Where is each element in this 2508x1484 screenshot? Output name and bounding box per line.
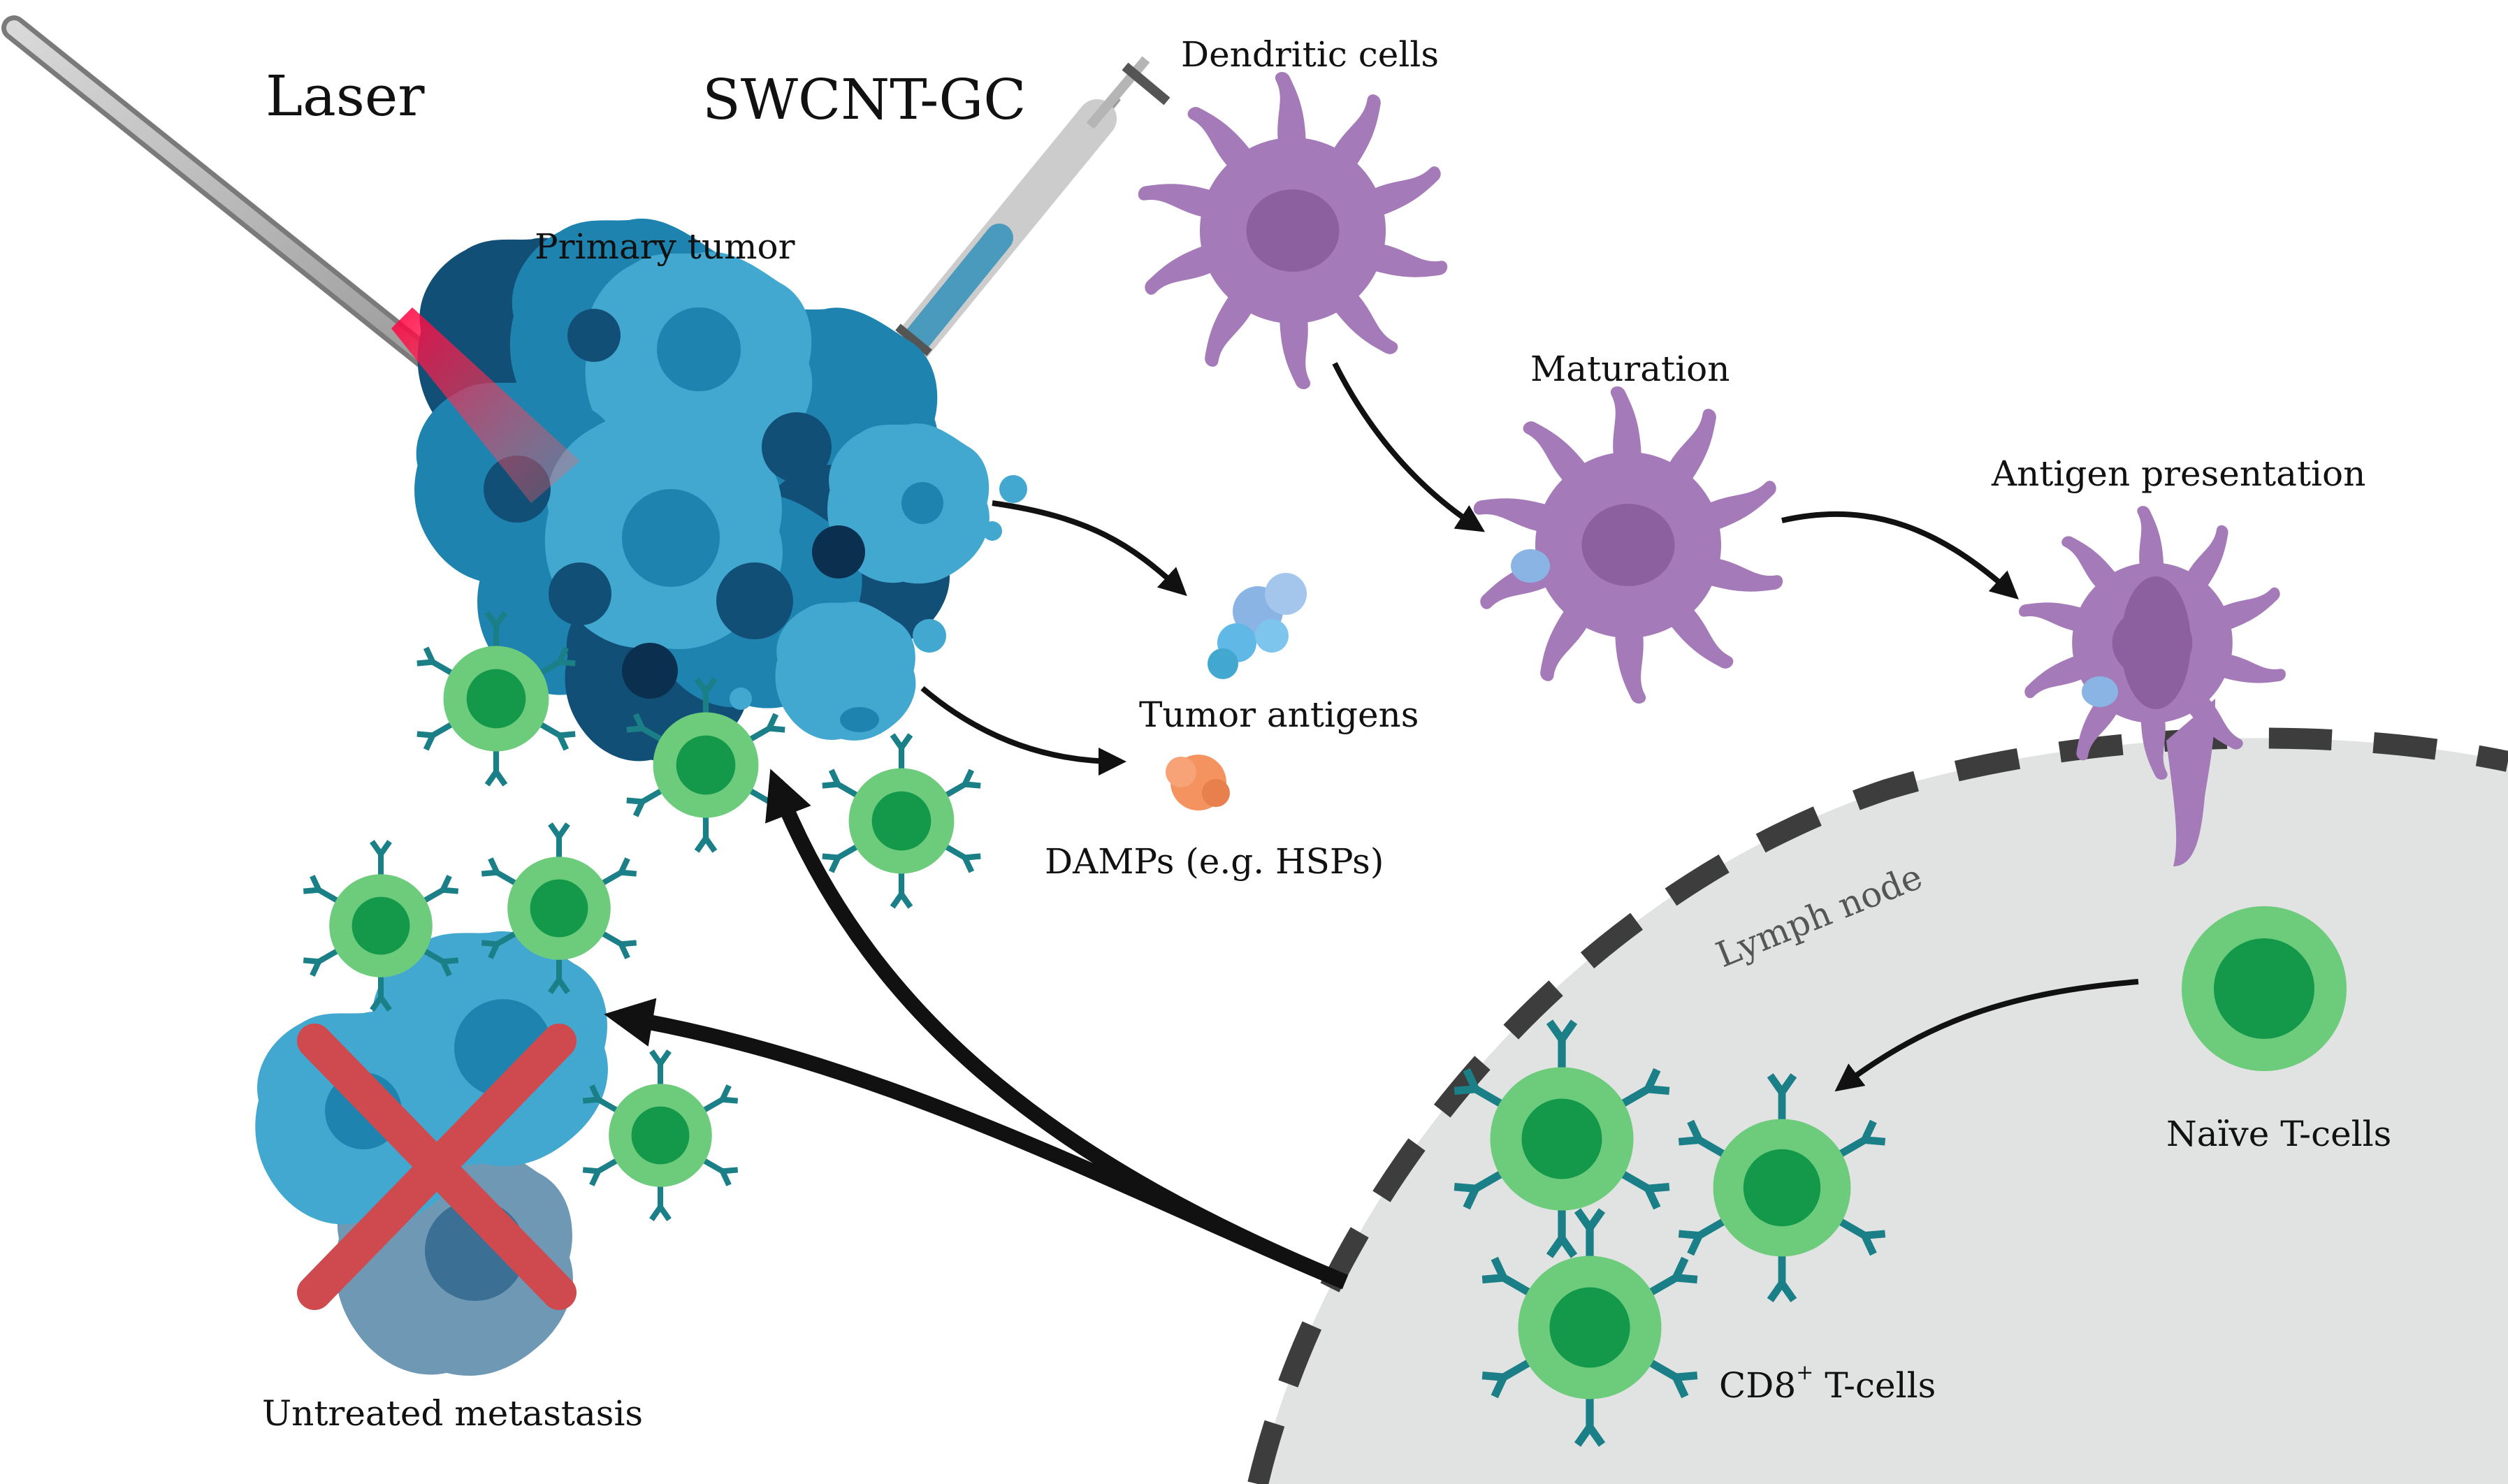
tumor-antigen-icon <box>1208 573 1307 679</box>
arrow-tumor-to-antigens <box>992 500 1187 597</box>
cd8-t-cells-label: CD8+ T-cells <box>1719 1360 1936 1406</box>
cd8-prefix: CD8 <box>1719 1365 1796 1406</box>
dendritic-cell-presenting <box>2017 506 2287 866</box>
t-cell-near-tumor-3 <box>822 735 980 908</box>
arrow-dc-to-maturation <box>1332 362 1486 532</box>
arrow-lymph-to-metastasis <box>604 998 1349 1290</box>
lymph-node-border <box>1247 727 2508 1484</box>
cd8-superscript: + <box>1796 1360 1813 1385</box>
arrow-naive-to-cd8 <box>1834 979 2139 1092</box>
naive-t-cells-label: Naïve T-cells <box>2166 1114 2391 1154</box>
primary-tumor <box>414 218 1027 762</box>
arrow-maturation-to-presentation <box>1781 511 2019 600</box>
syringe-icon <box>889 56 1170 380</box>
antigen-uptake-icon <box>1511 549 1550 583</box>
cd8-suffix: T-cells <box>1813 1365 1936 1406</box>
damps-label: DAMPs (e.g. HSPs) <box>1045 841 1384 882</box>
antigen-presentation-label: Antigen presentation <box>1991 453 2365 494</box>
swcnt-gc-label: SWCNT-GC <box>702 67 1026 132</box>
untreated-metastasis-label: Untreated metastasis <box>262 1393 643 1434</box>
dendritic-cells-label: Dendritic cells <box>1181 34 1439 75</box>
primary-tumor-label: Primary tumor <box>535 226 795 267</box>
laser-beam <box>391 307 580 503</box>
cross-mark-icon <box>297 1024 577 1310</box>
laser-label: Laser <box>266 64 425 129</box>
arrow-tumor-to-damps <box>920 685 1126 776</box>
dendritic-cell-immature <box>1136 72 1449 389</box>
naive-t-cell <box>2182 906 2347 1071</box>
tumor-antigens-label: Tumor antigens <box>1139 694 1419 735</box>
dendritic-cell-maturing <box>1472 386 1784 704</box>
damp-icon <box>1166 755 1230 810</box>
maturation-label: Maturation <box>1530 349 1730 389</box>
